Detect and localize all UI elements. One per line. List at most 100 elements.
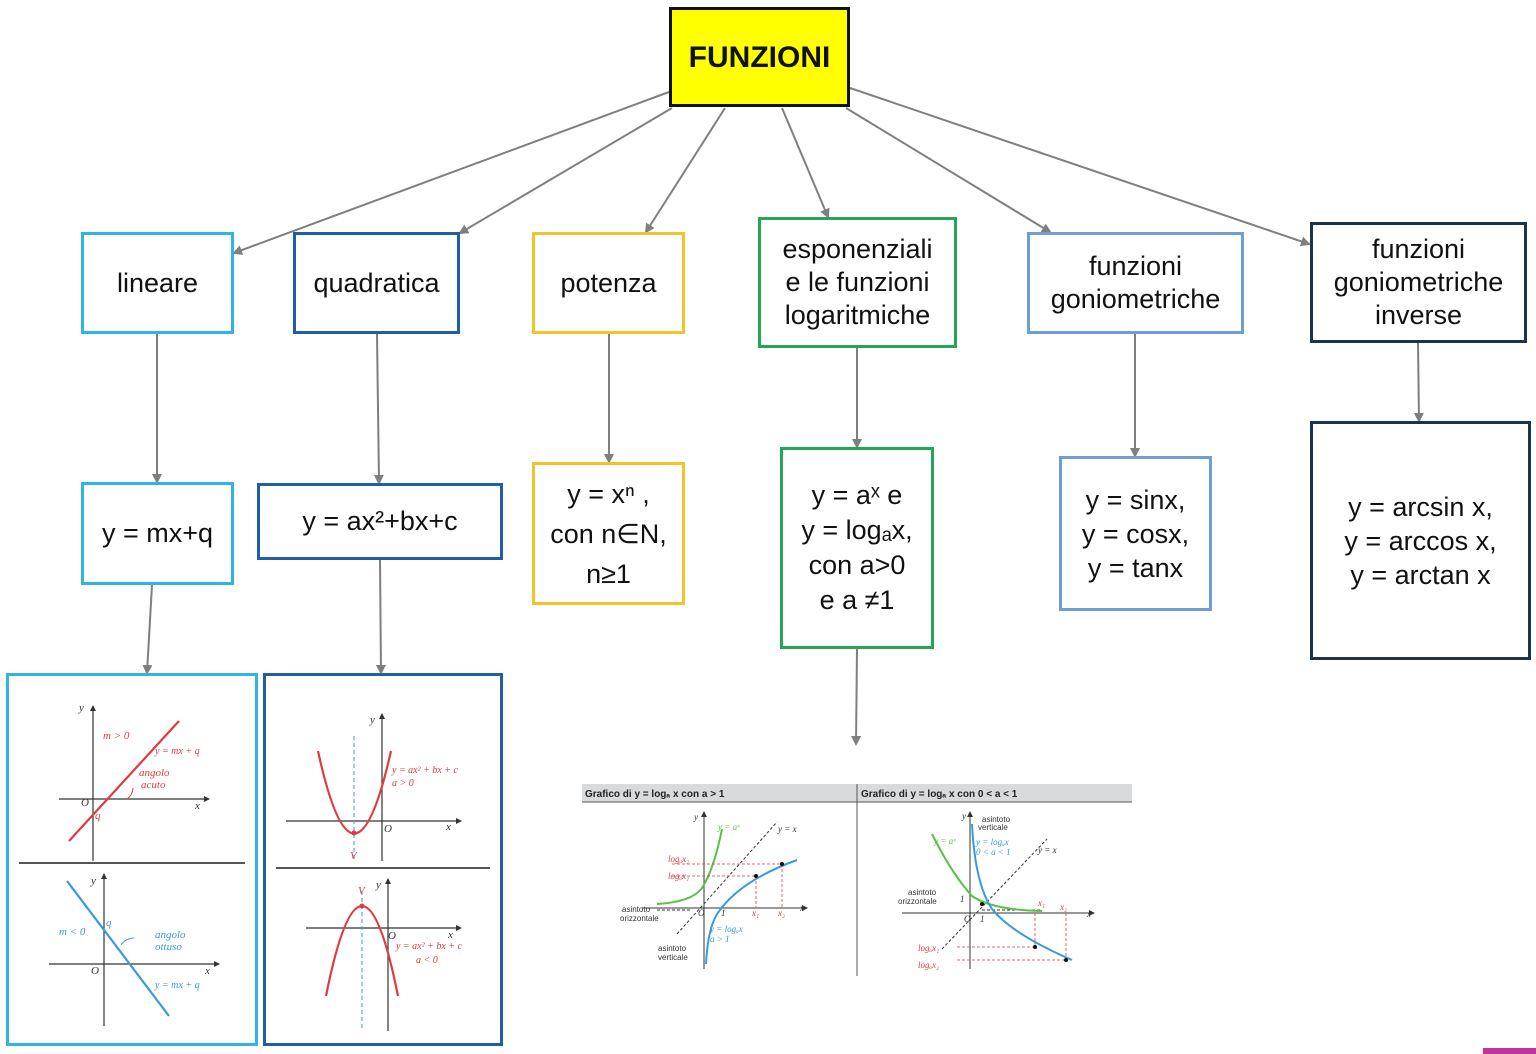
- x-axis-label: x: [445, 821, 451, 833]
- exp-curve: [931, 833, 1043, 912]
- v-asym-label-1: asintoto: [658, 944, 687, 953]
- node-esponenziali: esponenziali e le funzioni logaritmiche: [758, 217, 957, 348]
- y-tick-label-1: logₐx₁: [668, 871, 689, 881]
- linear-graph-positive: y x O q m > 0 y = mx + q angolo acuto: [59, 702, 210, 861]
- formula-esponenziali: y = aˣ e y = logₐx, con a>0 e a ≠1: [780, 447, 934, 649]
- formula-potenza-line3: n≥1: [586, 558, 631, 589]
- origin-label: O: [698, 908, 705, 918]
- y-axis-label: y: [961, 811, 966, 821]
- arrow-quadratica-graph: [375, 559, 386, 675]
- log-curve: [705, 859, 798, 965]
- x-tick-x2: x₂: [777, 908, 785, 918]
- formula-inverse: y = arcsin x, y = arccos x, y = arctan x: [1310, 421, 1531, 660]
- vertex-point: [351, 830, 357, 836]
- node-potenza-label: potenza: [560, 267, 657, 298]
- y-one-label: 1: [960, 894, 965, 904]
- node-quadratica-label: quadratica: [313, 267, 440, 298]
- arrow-quadratica-formula: [373, 333, 384, 485]
- formula-potenza-line1: y = xⁿ ,: [567, 478, 650, 509]
- linear-graph-panel: y x O q m > 0 y = mx + q angolo acuto y …: [6, 673, 258, 1046]
- condition-label: a > 0: [392, 778, 414, 789]
- slope-condition: m < 0: [59, 926, 86, 938]
- node-inverse-line2: goniometriche: [1333, 267, 1504, 297]
- linear-graphs: y x O q m > 0 y = mx + q angolo acuto y …: [19, 702, 245, 1026]
- obtuse-angle-arc: [120, 937, 135, 946]
- equation-label: y = ax² + bx + c: [395, 941, 463, 952]
- h-asym-label-2: orizzontale: [620, 914, 659, 923]
- arrow-esponenziali-graph: [851, 648, 862, 746]
- acute-angle-arc: [126, 787, 134, 800]
- node-esponenziali-line2: e le funzioni: [785, 267, 930, 297]
- formula-esponenziali-line2: y = logₐx,: [801, 515, 913, 545]
- condition-label: a < 0: [416, 955, 438, 966]
- h-asym-label-1: asintoto: [622, 905, 651, 914]
- left-header: Grafico di y = logₐ x con a > 1: [585, 789, 725, 800]
- formula-inverse-line2: y = arccos x,: [1344, 525, 1497, 556]
- formula-inverse-line3: y = arctan x: [1350, 559, 1491, 590]
- vertex-label: V: [358, 885, 366, 897]
- y-axis-label: y: [78, 702, 84, 714]
- formula-esponenziali-line4: e a ≠1: [819, 585, 895, 615]
- root-node-funzioni: FUNZIONI: [669, 7, 850, 107]
- node-goniometriche: funzioni goniometriche: [1027, 232, 1244, 334]
- equation-label: y = mx + q: [154, 746, 200, 757]
- root-label: FUNZIONI: [688, 40, 831, 74]
- formula-esponenziali-line1: y = aˣ e: [811, 480, 903, 510]
- parabola-upward: y x O V y = ax² + bx + c a > 0: [286, 713, 462, 862]
- angle-label-2: ottuso: [155, 941, 182, 953]
- exp-curve: [656, 828, 723, 905]
- red-line-positive: [68, 720, 180, 842]
- bisector-line: [941, 838, 1048, 950]
- arrow-root-goniometriche: [845, 107, 1052, 234]
- node-esponenziali-line3: logaritmiche: [784, 300, 931, 330]
- formula-goniometriche-line2: y = cosx,: [1081, 518, 1190, 549]
- formula-quadratica: y = ax²+bx+c: [257, 483, 503, 560]
- origin-label: O: [388, 930, 396, 942]
- log-label-2: a > 1: [710, 934, 730, 944]
- log-label-1: y = logₐx: [709, 924, 743, 934]
- bisector-label: y = x: [1037, 845, 1057, 855]
- arrow-root-quadratica: [458, 107, 673, 235]
- formula-esponenziali-line3: con a>0: [808, 550, 906, 580]
- y-axis-label: y: [375, 879, 381, 891]
- arrow-root-potenza: [644, 107, 726, 234]
- x-axis-label: x: [447, 929, 453, 941]
- equation-label: y = mx + q: [154, 980, 200, 991]
- node-inverse-line1: funzioni: [1371, 234, 1466, 264]
- arrow-root-lineare: [232, 91, 670, 255]
- quadratic-graphs: y x O V y = ax² + bx + c a > 0 y x O V y…: [276, 713, 490, 1031]
- origin-label: O: [91, 965, 99, 977]
- vertex-label: V: [350, 850, 358, 862]
- formula-quadratica-text: y = ax²+bx+c: [302, 506, 458, 536]
- node-lineare-label: lineare: [116, 267, 199, 298]
- x-axis-label: x: [194, 800, 200, 812]
- vertex-point: [359, 903, 365, 909]
- exp-label: y = aˣ: [933, 836, 956, 846]
- x-tick-1: 1: [980, 914, 985, 924]
- y-tick-label-2: logₐx₂: [668, 854, 689, 864]
- slope-condition: m > 0: [103, 730, 130, 742]
- x-axis-label: x: [1086, 909, 1091, 919]
- corner-accent: [1483, 1048, 1536, 1054]
- formula-lineare-text: y = mx+q: [101, 518, 214, 548]
- origin-label: O: [81, 797, 89, 809]
- v-asym-label-2: verticale: [658, 953, 688, 962]
- x-tick-x1: x₁: [1037, 898, 1045, 908]
- x-axis-label: x: [799, 903, 804, 913]
- angle-label-2: acuto: [141, 779, 166, 791]
- v-asym-label-2: verticale: [978, 823, 1008, 832]
- right-header: Grafico di y = logₐ x con 0 < a < 1: [861, 789, 1018, 800]
- log-graphs: Grafico di y = logₐ x con a > 1 Grafico …: [582, 784, 1132, 976]
- formula-potenza-line2: con n∈N,: [550, 518, 667, 549]
- y-axis-label: y: [369, 714, 375, 726]
- log-graph-panel: Grafico di y = logₐ x con a > 1 Grafico …: [582, 784, 1132, 976]
- origin-label: O: [964, 914, 971, 924]
- intercept-label: q: [106, 917, 112, 929]
- formula-inverse-line1: y = arcsin x,: [1348, 491, 1493, 522]
- log-graph-a-greater-1: y x O y = aˣ y = x y = logₐx a > 1 logₐx…: [620, 811, 808, 969]
- y-axis-label: y: [693, 812, 698, 822]
- formula-goniometriche: y = sinx, y = cosx, y = tanx: [1059, 456, 1212, 611]
- origin-label: O: [384, 823, 392, 835]
- arrow-lineare-graph: [142, 584, 153, 675]
- node-potenza: potenza: [532, 232, 685, 334]
